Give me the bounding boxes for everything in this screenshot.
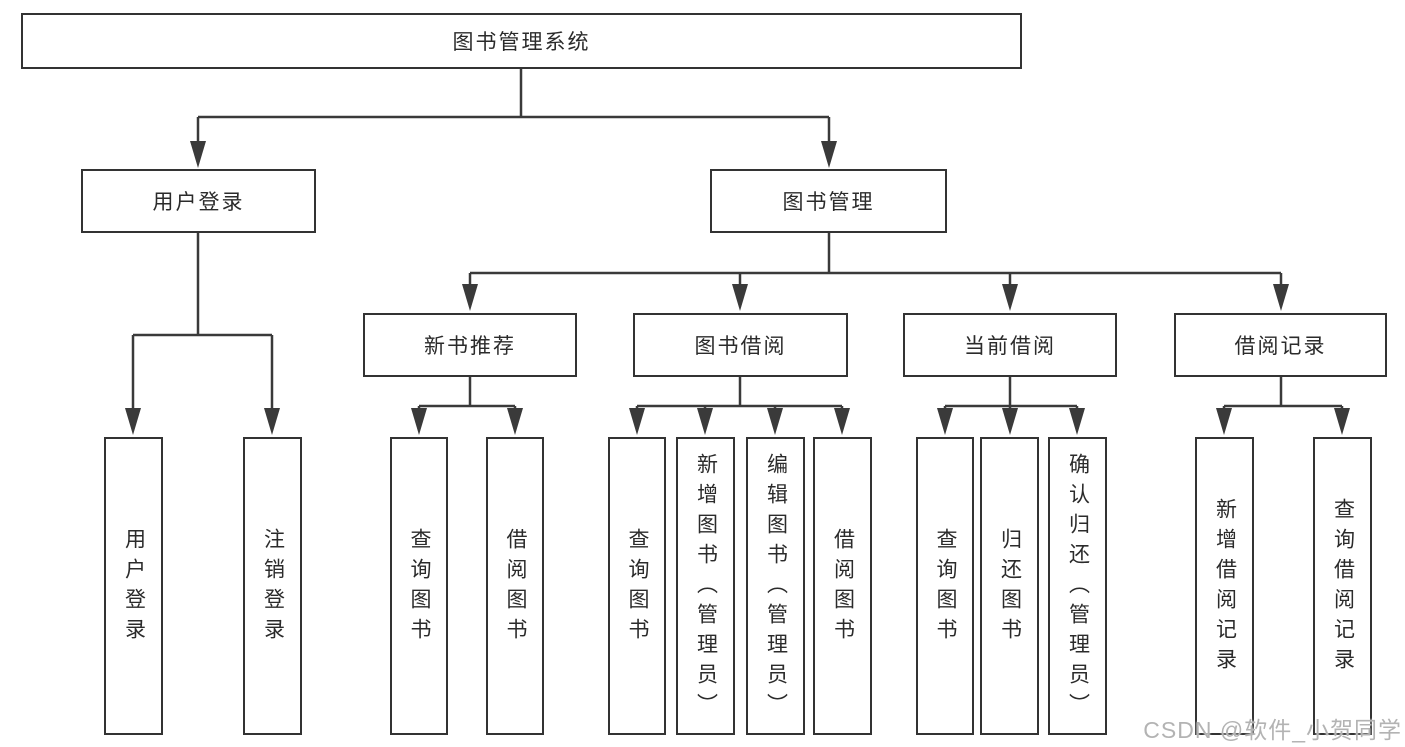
leaf-query-books-recommend: 查询图书 <box>390 437 448 735</box>
leaf-edit-book-admin: 编辑图书（管理员） <box>746 437 805 735</box>
node-user-login-branch: 用户登录 <box>81 169 316 233</box>
node-borrow-records: 借阅记录 <box>1174 313 1387 377</box>
leaf-return-book: 归还图书 <box>980 437 1039 735</box>
leaf-confirm-return-admin: 确认归还（管理员） <box>1048 437 1107 735</box>
node-root-system: 图书管理系统 <box>21 13 1022 69</box>
leaf-query-books-current: 查询图书 <box>916 437 974 735</box>
arrowheads <box>125 141 1350 435</box>
node-current-borrow: 当前借阅 <box>903 313 1117 377</box>
node-book-management-branch: 图书管理 <box>710 169 947 233</box>
leaf-query-borrow-record: 查询借阅记录 <box>1313 437 1372 735</box>
leaf-add-book-admin: 新增图书（管理员） <box>676 437 735 735</box>
leaf-user-login: 用户登录 <box>104 437 163 735</box>
csdn-watermark: CSDN @软件_小贺同学 <box>1143 717 1402 743</box>
leaf-borrow-books: 借阅图书 <box>813 437 872 735</box>
leaf-query-books-borrow: 查询图书 <box>608 437 666 735</box>
node-book-borrow: 图书借阅 <box>633 313 848 377</box>
node-new-book-recommend: 新书推荐 <box>363 313 577 377</box>
leaf-add-borrow-record: 新增借阅记录 <box>1195 437 1254 735</box>
leaf-borrow-books-recommend: 借阅图书 <box>486 437 544 735</box>
leaf-logout: 注销登录 <box>243 437 302 735</box>
